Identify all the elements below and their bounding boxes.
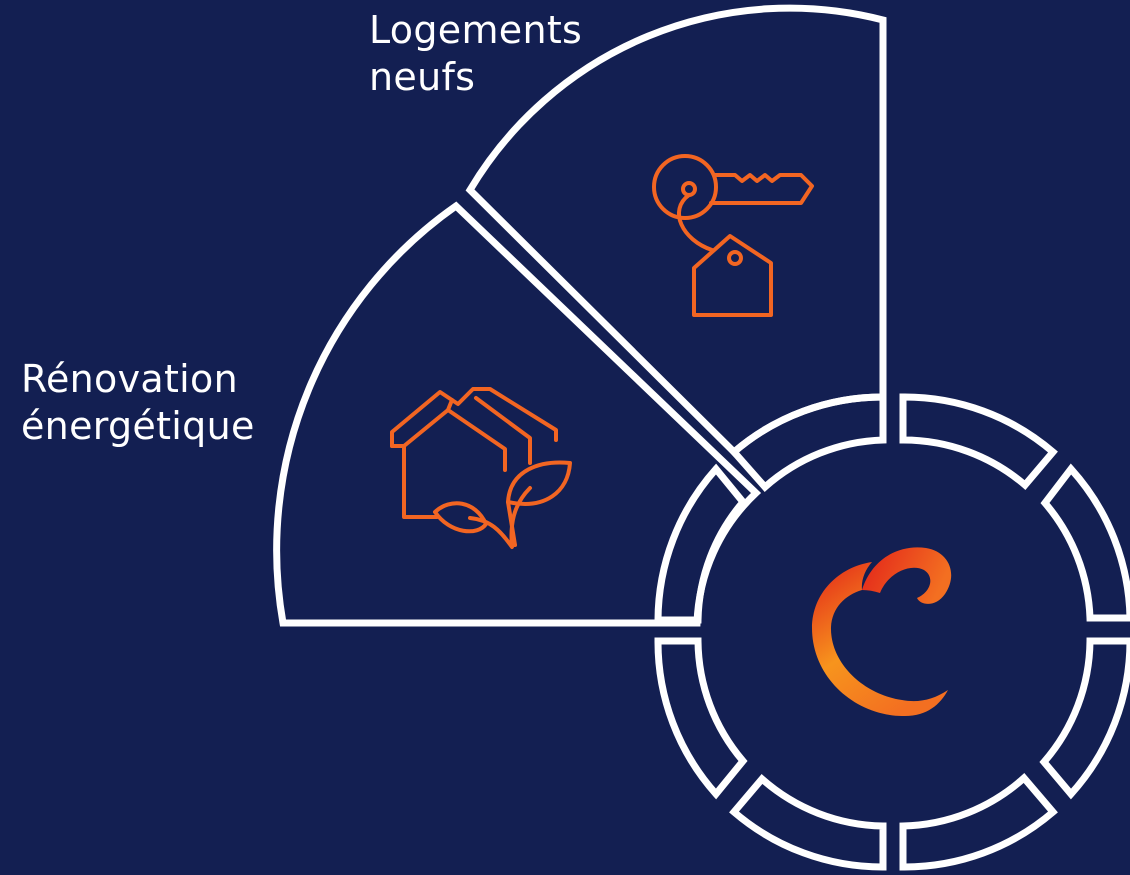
ring-segment-bottom-right [899, 772, 1058, 871]
ring-segment-upper-right [1040, 463, 1130, 622]
outer-ring [654, 393, 1130, 871]
houses-with-leaf-icon [390, 387, 572, 549]
label-new-housing: Logements neufs [369, 7, 582, 101]
label-energy-renovation-line-1: Rénovation [21, 357, 238, 401]
ring-segment-lower-right [1039, 637, 1130, 800]
sector-new-housing [465, 4, 887, 457]
ring-segment-lower-left [654, 637, 748, 800]
ring-segment-top [899, 393, 1058, 490]
label-energy-renovation-line-2: énergétique [21, 404, 255, 448]
key-with-tag-icon [652, 154, 814, 317]
label-new-housing-line-2: neufs [369, 55, 476, 99]
ring-segment-bottom-left [729, 774, 887, 871]
label-new-housing-line-1: Logements [369, 8, 583, 52]
label-energy-renovation: Rénovation énergétique [21, 356, 255, 450]
brand-logo-icon [812, 547, 952, 717]
sector-energy-renovation [273, 201, 762, 627]
